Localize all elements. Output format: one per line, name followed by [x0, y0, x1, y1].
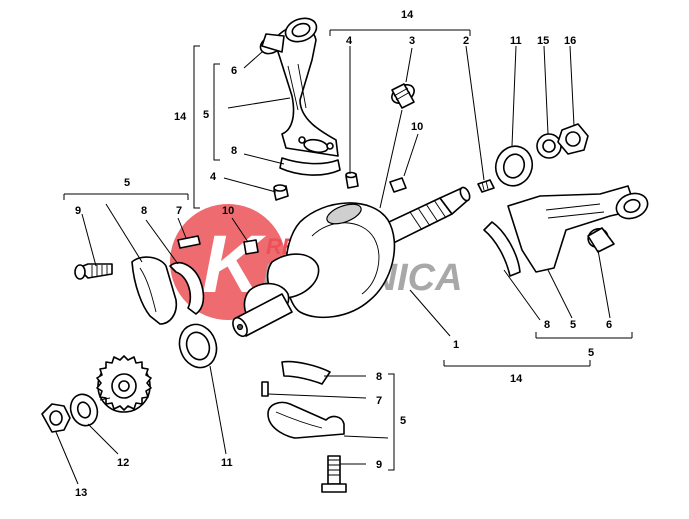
callout-5-right-inner: 5: [570, 319, 576, 331]
callout-9-left: 9: [75, 205, 81, 217]
callout-14-right: 14: [510, 373, 523, 385]
callout-6-rod: 6: [231, 65, 237, 77]
callout-2-top: 2: [463, 35, 469, 47]
callout-14-top: 14: [401, 9, 414, 21]
callout-8-rod: 8: [231, 145, 237, 157]
callout-15-top: 15: [537, 35, 549, 47]
callout-5-left: 5: [124, 177, 130, 189]
callout-3-top: 3: [409, 35, 415, 47]
callout-11-bottom: 11: [221, 457, 233, 469]
callout-11-top: 11: [510, 35, 522, 47]
crankshaft-part: [232, 186, 471, 338]
callout-1-crankshaft: 1: [453, 339, 459, 351]
gear-group: [41, 323, 218, 433]
callout-10-left: 10: [222, 205, 234, 217]
callout-4-top: 4: [346, 35, 353, 47]
callout-5-right-bracket: 5: [588, 347, 594, 359]
callout-8-bottom: 8: [376, 371, 382, 383]
callout-13-bottom: 13: [75, 487, 87, 499]
top-small-parts: [345, 83, 589, 193]
callout-4-rod: 4: [210, 171, 217, 183]
callout-16-top: 16: [564, 35, 576, 47]
callout-14-rod: 14: [174, 111, 187, 123]
callout-8-right: 8: [544, 319, 550, 331]
callout-7-left: 7: [176, 205, 182, 217]
left-bearing-group: [74, 235, 259, 325]
lower-bearing-group: [261, 360, 347, 493]
leader-lines: [55, 29, 633, 485]
connecting-rod-upper: [259, 17, 341, 201]
callout-5-rod: 5: [203, 109, 209, 121]
callout-9-bottom: 9: [376, 459, 382, 471]
connecting-rod-right: [483, 185, 649, 277]
callout-labels: 14 4 3 2 11 15 16 6 14 5 8 4 10 5 9 8 7 …: [75, 9, 612, 499]
callout-8-left: 8: [141, 205, 147, 217]
callout-12-bottom: 12: [117, 457, 129, 469]
callout-5-bottom: 5: [400, 415, 406, 427]
callout-7-bottom: 7: [376, 395, 382, 407]
callout-10-mid: 10: [411, 121, 423, 133]
callout-6-right: 6: [606, 319, 612, 331]
